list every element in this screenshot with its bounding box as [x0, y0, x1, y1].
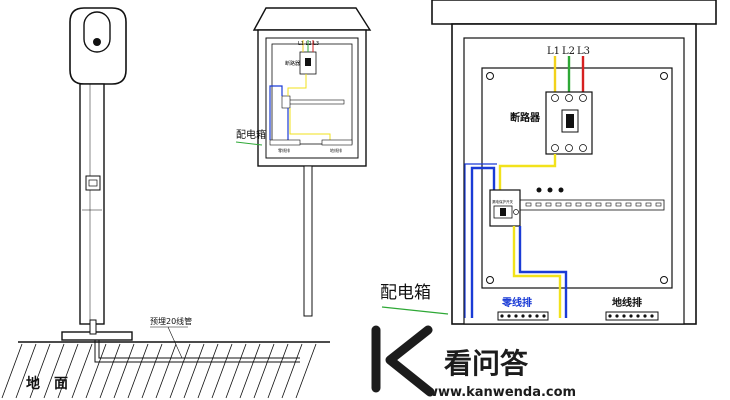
terminal-screw	[650, 314, 654, 318]
small-breaker-label: 断路器	[285, 60, 300, 67]
small-phase-labels: L1 L2 L3	[298, 41, 319, 47]
rail-slot	[615, 202, 622, 207]
small-box-label: 配电箱	[236, 128, 266, 141]
rail-slot	[545, 202, 552, 207]
small-box-leader	[235, 141, 263, 146]
ground-hatching	[1, 343, 317, 399]
ground-label: 地 面	[26, 375, 68, 392]
hatch-line	[15, 343, 37, 399]
conduit-leader	[167, 326, 183, 359]
wire-yellow-upper	[498, 154, 557, 190]
hatch-line	[211, 343, 233, 399]
terminal-screw	[542, 314, 546, 318]
rail-slot	[595, 202, 602, 207]
small-distribution-box: L1 L2 L3 断路器 零线排 地线排	[252, 7, 372, 317]
wire-neutral-outline	[464, 163, 497, 318]
hatch-line	[295, 343, 317, 399]
large-distribution-box: L1 L2 L3 断路器 漏电保护开关	[431, 0, 717, 325]
hatch-line	[1, 343, 23, 399]
rail-slot	[565, 202, 572, 207]
watermark-logo	[371, 325, 435, 397]
hatch-line	[85, 343, 107, 399]
watermark-url: www.kanwenda.com	[426, 385, 576, 400]
rail-slot	[635, 202, 642, 207]
ground-bar-label: 地线排	[612, 296, 642, 309]
hatch-line	[239, 343, 261, 399]
rail-slot	[605, 202, 612, 207]
rail-slot	[535, 202, 542, 207]
rail-slot	[575, 202, 582, 207]
hatch-line	[225, 343, 247, 399]
terminal-screw	[507, 314, 511, 318]
rail-slot	[585, 202, 592, 207]
hatch-line	[253, 343, 275, 399]
terminal-screw	[622, 314, 626, 318]
large-box-leader	[381, 306, 449, 315]
hatch-line	[155, 343, 177, 399]
wire-yellow-lower	[512, 226, 562, 318]
phase-label-L2: L2	[562, 46, 575, 57]
terminal-screw	[500, 314, 504, 318]
wire-neutral-upper	[470, 166, 496, 318]
terminal-screw	[514, 314, 518, 318]
wire-neutral-lower	[518, 226, 568, 318]
phase-label-L3: L3	[577, 46, 590, 57]
large-box-label: 配电箱	[380, 283, 431, 303]
terminal-screw	[636, 314, 640, 318]
terminal-screw	[629, 314, 633, 318]
hatch-line	[169, 343, 191, 399]
terminal-screw	[535, 314, 539, 318]
phase-label-L1: L1	[547, 46, 560, 57]
conduit-label: 预埋20线管	[150, 316, 192, 326]
rail-slot	[525, 202, 532, 207]
hatch-line	[267, 343, 289, 399]
terminal-screw	[608, 314, 612, 318]
hatch-line	[99, 343, 121, 399]
neutral-bar-label: 零线排	[501, 296, 532, 309]
rcd-caption: 漏电保护开关	[492, 199, 513, 204]
hatch-line	[71, 343, 93, 399]
rail-slot	[655, 202, 662, 207]
small-neutral-label: 零线排	[278, 147, 290, 153]
hatch-line	[29, 343, 51, 399]
watermark-brand: 看问答	[444, 347, 529, 380]
hatch-line	[57, 343, 79, 399]
terminal-screw	[528, 314, 532, 318]
hatch-line	[141, 343, 163, 399]
hatch-line	[183, 343, 205, 399]
terminal-screw	[643, 314, 647, 318]
hatch-line	[113, 343, 135, 399]
hatch-line	[127, 343, 149, 399]
small-ground-label: 地线排	[330, 147, 342, 153]
breaker-label: 断路器	[510, 111, 541, 124]
terminal-screw	[521, 314, 525, 318]
terminal-screw	[615, 314, 619, 318]
hatch-line	[281, 343, 303, 399]
rail-slot	[645, 202, 652, 207]
hatch-line	[197, 343, 219, 399]
rail-slot	[555, 202, 562, 207]
charging-post	[18, 7, 330, 363]
rail-slot	[625, 202, 632, 207]
hatch-line	[43, 343, 65, 399]
